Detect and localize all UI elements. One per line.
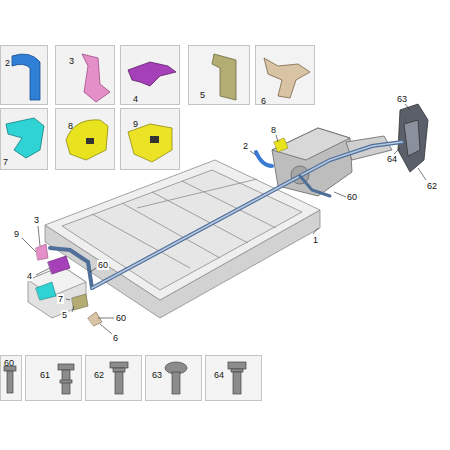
thumbnail-frame: 2: [0, 45, 48, 105]
callout-number: 64: [214, 370, 224, 380]
callout-number: 4: [26, 271, 33, 281]
callout-number: 60: [97, 260, 109, 270]
thumbnail-frame: 6: [255, 45, 315, 105]
callout-number: 5: [200, 90, 205, 100]
callout-number: 60: [346, 192, 358, 202]
callout-number: 5: [61, 310, 68, 320]
callout-number: 8: [270, 125, 277, 135]
callout-number: 63: [152, 370, 162, 380]
thumbnail-frame: 3: [55, 45, 115, 105]
callout-number: 60: [4, 358, 14, 368]
leader-line: [22, 104, 426, 334]
thumbnail-frame: 8: [55, 108, 115, 170]
callout-number: 4: [133, 94, 138, 104]
callout-number: 64: [386, 154, 398, 164]
thumbnail-frame: 62: [85, 355, 142, 401]
thumbnail-frame: 4: [120, 45, 180, 105]
mount-bracket: [398, 104, 428, 172]
callout-number: 7: [57, 294, 64, 304]
bolt-art: [1, 356, 261, 400]
callout-number: 9: [133, 119, 138, 129]
callout-number: 62: [94, 370, 104, 380]
thumbnail-frame: 7: [0, 108, 48, 170]
thumbnail-frame: 64: [205, 355, 262, 401]
callout-number: 7: [3, 157, 8, 167]
thumbnail-frame: 63: [145, 355, 202, 401]
thumbnail-frame: 9: [120, 108, 180, 170]
callout-number: 6: [112, 333, 119, 343]
callout-number: 60: [115, 313, 127, 323]
callout-number: 2: [5, 58, 10, 68]
callout-number: 2: [242, 141, 249, 151]
callout-number: 61: [40, 370, 50, 380]
battery-pack: [28, 160, 320, 318]
callout-number: 3: [33, 215, 40, 225]
drive-unit: [272, 128, 392, 196]
callout-number: 8: [68, 121, 73, 131]
callout-number: 9: [13, 229, 20, 239]
callout-number: 1: [312, 235, 319, 245]
coolant-pipe: [36, 138, 402, 326]
callout-number: 62: [426, 181, 438, 191]
callout-number: 6: [261, 96, 266, 106]
thumbnail-frame: 5: [188, 45, 250, 105]
thumb-art: [1, 46, 314, 169]
callout-number: 3: [69, 56, 74, 66]
thumbnail-frame: 60: [0, 355, 22, 401]
callout-number: 63: [396, 94, 408, 104]
thumbnail-frame: 61: [25, 355, 82, 401]
